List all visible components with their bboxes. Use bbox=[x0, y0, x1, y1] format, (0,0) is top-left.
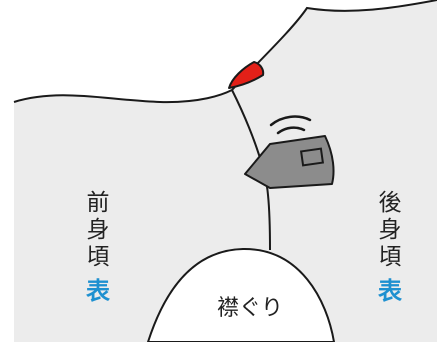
front-body-label: 前 身 頃 表 bbox=[78, 190, 118, 307]
front-body-char-2: 身 bbox=[86, 217, 110, 243]
neckline-opening bbox=[146, 247, 336, 343]
bottom-margin bbox=[0, 342, 437, 351]
fabric-top-edge bbox=[13, 0, 437, 104]
back-body-char-1: 後 bbox=[378, 190, 402, 216]
seam-line bbox=[231, 89, 271, 251]
back-body-label: 後 身 頃 表 bbox=[370, 190, 410, 307]
front-body-face-label: 表 bbox=[86, 277, 110, 305]
iron-tag-icon bbox=[244, 135, 335, 189]
back-body-char-2: 身 bbox=[378, 217, 402, 243]
front-body-char-3: 頃 bbox=[86, 244, 110, 270]
back-body-char-3: 頃 bbox=[378, 244, 402, 270]
back-body-face-label: 表 bbox=[378, 277, 402, 305]
red-marker-icon bbox=[228, 61, 265, 89]
front-body-char-1: 前 bbox=[86, 190, 110, 216]
signal-waves-icon bbox=[269, 115, 312, 135]
neckline-label: 襟ぐり bbox=[216, 296, 283, 321]
fabric-panel bbox=[14, 0, 437, 342]
